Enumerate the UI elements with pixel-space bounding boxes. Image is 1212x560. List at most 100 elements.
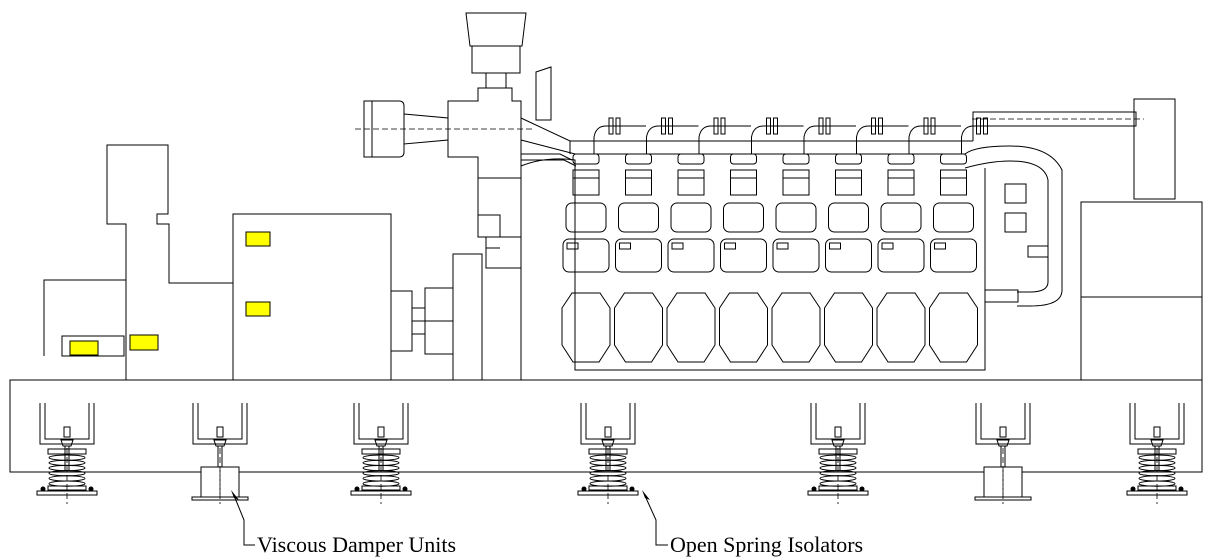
manifold-clamp bbox=[668, 117, 673, 135]
crankcase-door bbox=[825, 238, 872, 273]
block-window bbox=[670, 202, 712, 233]
mount-bracket bbox=[580, 403, 636, 445]
rocker-cover bbox=[730, 169, 757, 196]
oil-pan-lobe bbox=[561, 292, 611, 363]
manifold-clamp bbox=[871, 117, 876, 135]
control-box bbox=[984, 289, 1019, 303]
oil-pan-lobe bbox=[824, 292, 873, 363]
open-spring-label: Open Spring Isolators bbox=[670, 532, 863, 557]
anchor-bolt bbox=[1130, 486, 1136, 492]
control-box bbox=[1027, 245, 1049, 258]
anchor-bolt bbox=[629, 486, 635, 492]
crankcase-door bbox=[877, 238, 925, 273]
control-box bbox=[1004, 183, 1027, 204]
indicator-lamp bbox=[245, 231, 271, 247]
crankcase-door bbox=[772, 238, 820, 273]
door-tag bbox=[934, 242, 946, 250]
crankcase-door bbox=[615, 238, 662, 273]
mount-bracket bbox=[585, 403, 631, 440]
manifold-clamp bbox=[983, 117, 988, 135]
nut bbox=[374, 439, 388, 447]
oil-pan-lobe bbox=[929, 292, 978, 363]
cylinder-unit bbox=[824, 117, 909, 363]
mount-bracket bbox=[192, 403, 248, 445]
oil-pan-lobe bbox=[876, 292, 926, 363]
viscous-damper-unit bbox=[974, 403, 1032, 504]
manifold-clamp bbox=[818, 117, 824, 135]
oil-pan-lobe bbox=[666, 292, 716, 363]
exhaust-manifold bbox=[520, 111, 1144, 155]
isolator-row bbox=[36, 403, 1188, 504]
open-spring-isolator bbox=[577, 403, 639, 504]
anchor-bolt bbox=[1178, 486, 1184, 492]
door-tag bbox=[566, 242, 579, 250]
manifold-clamp bbox=[766, 117, 771, 135]
cylinder-head bbox=[677, 153, 705, 165]
nut bbox=[1150, 439, 1164, 447]
anchor-bolt bbox=[402, 486, 408, 492]
block-window bbox=[775, 202, 817, 233]
base-skid-frame bbox=[9, 379, 1203, 473]
door-tag bbox=[619, 242, 631, 250]
mount-bracket bbox=[39, 403, 95, 445]
open-spring-isolator bbox=[350, 403, 412, 504]
arrow-head bbox=[642, 490, 650, 500]
nut bbox=[213, 439, 227, 447]
shaft-coupling bbox=[390, 253, 483, 381]
exhaust-bracket bbox=[646, 125, 699, 154]
cylinder-unit bbox=[666, 117, 751, 363]
turbocharger bbox=[355, 12, 577, 179]
manifold-clamp bbox=[713, 117, 719, 135]
control-box bbox=[1004, 212, 1027, 233]
cylinder-unit bbox=[876, 117, 961, 363]
exhaust-bracket bbox=[803, 125, 856, 154]
anchor-bolt bbox=[581, 486, 587, 492]
nut bbox=[831, 439, 845, 447]
oil-pan-lobe bbox=[771, 292, 821, 363]
anchor-bolt bbox=[88, 486, 94, 492]
exhaust-bracket bbox=[908, 125, 961, 154]
manifold-clamp bbox=[773, 117, 778, 135]
arrow-head bbox=[231, 490, 239, 500]
anchor-bolt bbox=[859, 486, 865, 492]
crankcase-door bbox=[562, 238, 610, 273]
rocker-cover bbox=[887, 169, 915, 196]
cylinder-head bbox=[782, 153, 810, 165]
cylinder-head bbox=[572, 153, 600, 165]
cylinder-head bbox=[835, 153, 862, 165]
nut bbox=[601, 439, 615, 447]
mount-bracket bbox=[975, 403, 1031, 445]
cylinder-unit bbox=[614, 117, 699, 363]
mount-bracket bbox=[353, 403, 409, 445]
mount-bracket bbox=[1134, 403, 1180, 440]
cylinder-unit bbox=[561, 117, 646, 363]
cylinder-head bbox=[940, 153, 967, 165]
bolt-head bbox=[377, 426, 385, 438]
cylinder-head bbox=[730, 153, 757, 165]
manifold-clamp bbox=[825, 117, 831, 135]
mount-bracket bbox=[197, 403, 243, 440]
manifold-clamp bbox=[720, 117, 726, 135]
mount-bracket bbox=[810, 403, 866, 445]
rocker-cover bbox=[782, 169, 810, 196]
damper-callout-leader bbox=[234, 497, 255, 546]
mount-bracket bbox=[815, 403, 861, 440]
cylinder-unit bbox=[771, 117, 856, 363]
manifold-clamp bbox=[661, 117, 666, 135]
mount-bracket bbox=[1129, 403, 1185, 445]
exhaust-bracket bbox=[856, 125, 909, 154]
rocker-cover bbox=[835, 169, 862, 196]
manifold-clamp bbox=[976, 117, 981, 135]
bolt-head bbox=[216, 426, 224, 438]
mount-bracket bbox=[980, 403, 1026, 440]
door-tag bbox=[671, 242, 684, 250]
manifold-clamp bbox=[930, 117, 936, 135]
anchor-bolt bbox=[811, 486, 817, 492]
viscous-damper-unit bbox=[191, 403, 249, 504]
exhaust-bracket bbox=[593, 125, 646, 154]
crankcase-door bbox=[667, 238, 715, 273]
open-spring-isolator bbox=[1126, 403, 1188, 504]
open-spring-isolator bbox=[807, 403, 869, 504]
bolt-head bbox=[834, 426, 842, 438]
